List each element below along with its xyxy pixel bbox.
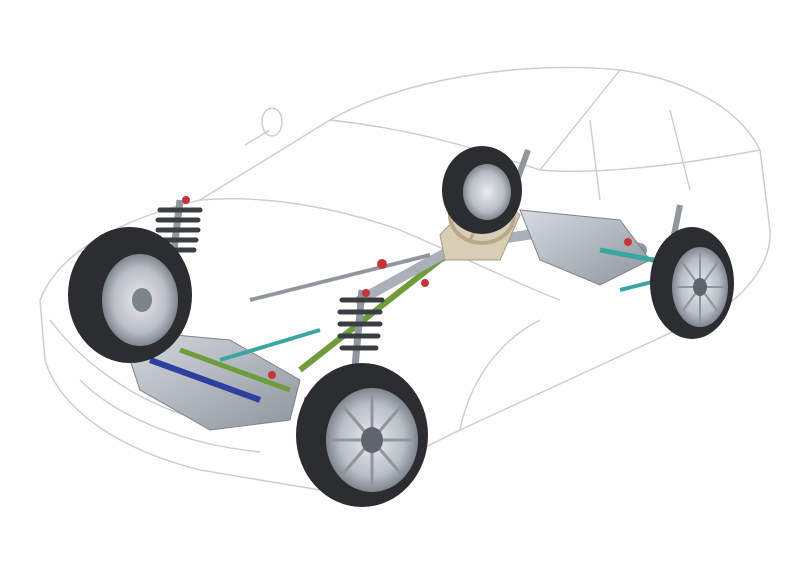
rear-right-wheel <box>650 227 734 339</box>
front-subframe <box>119 253 431 431</box>
rear-left-wheel <box>442 146 522 234</box>
front-right-wheel <box>296 363 428 507</box>
car-body-outline <box>39 66 771 491</box>
front-left-wheel <box>68 227 192 363</box>
